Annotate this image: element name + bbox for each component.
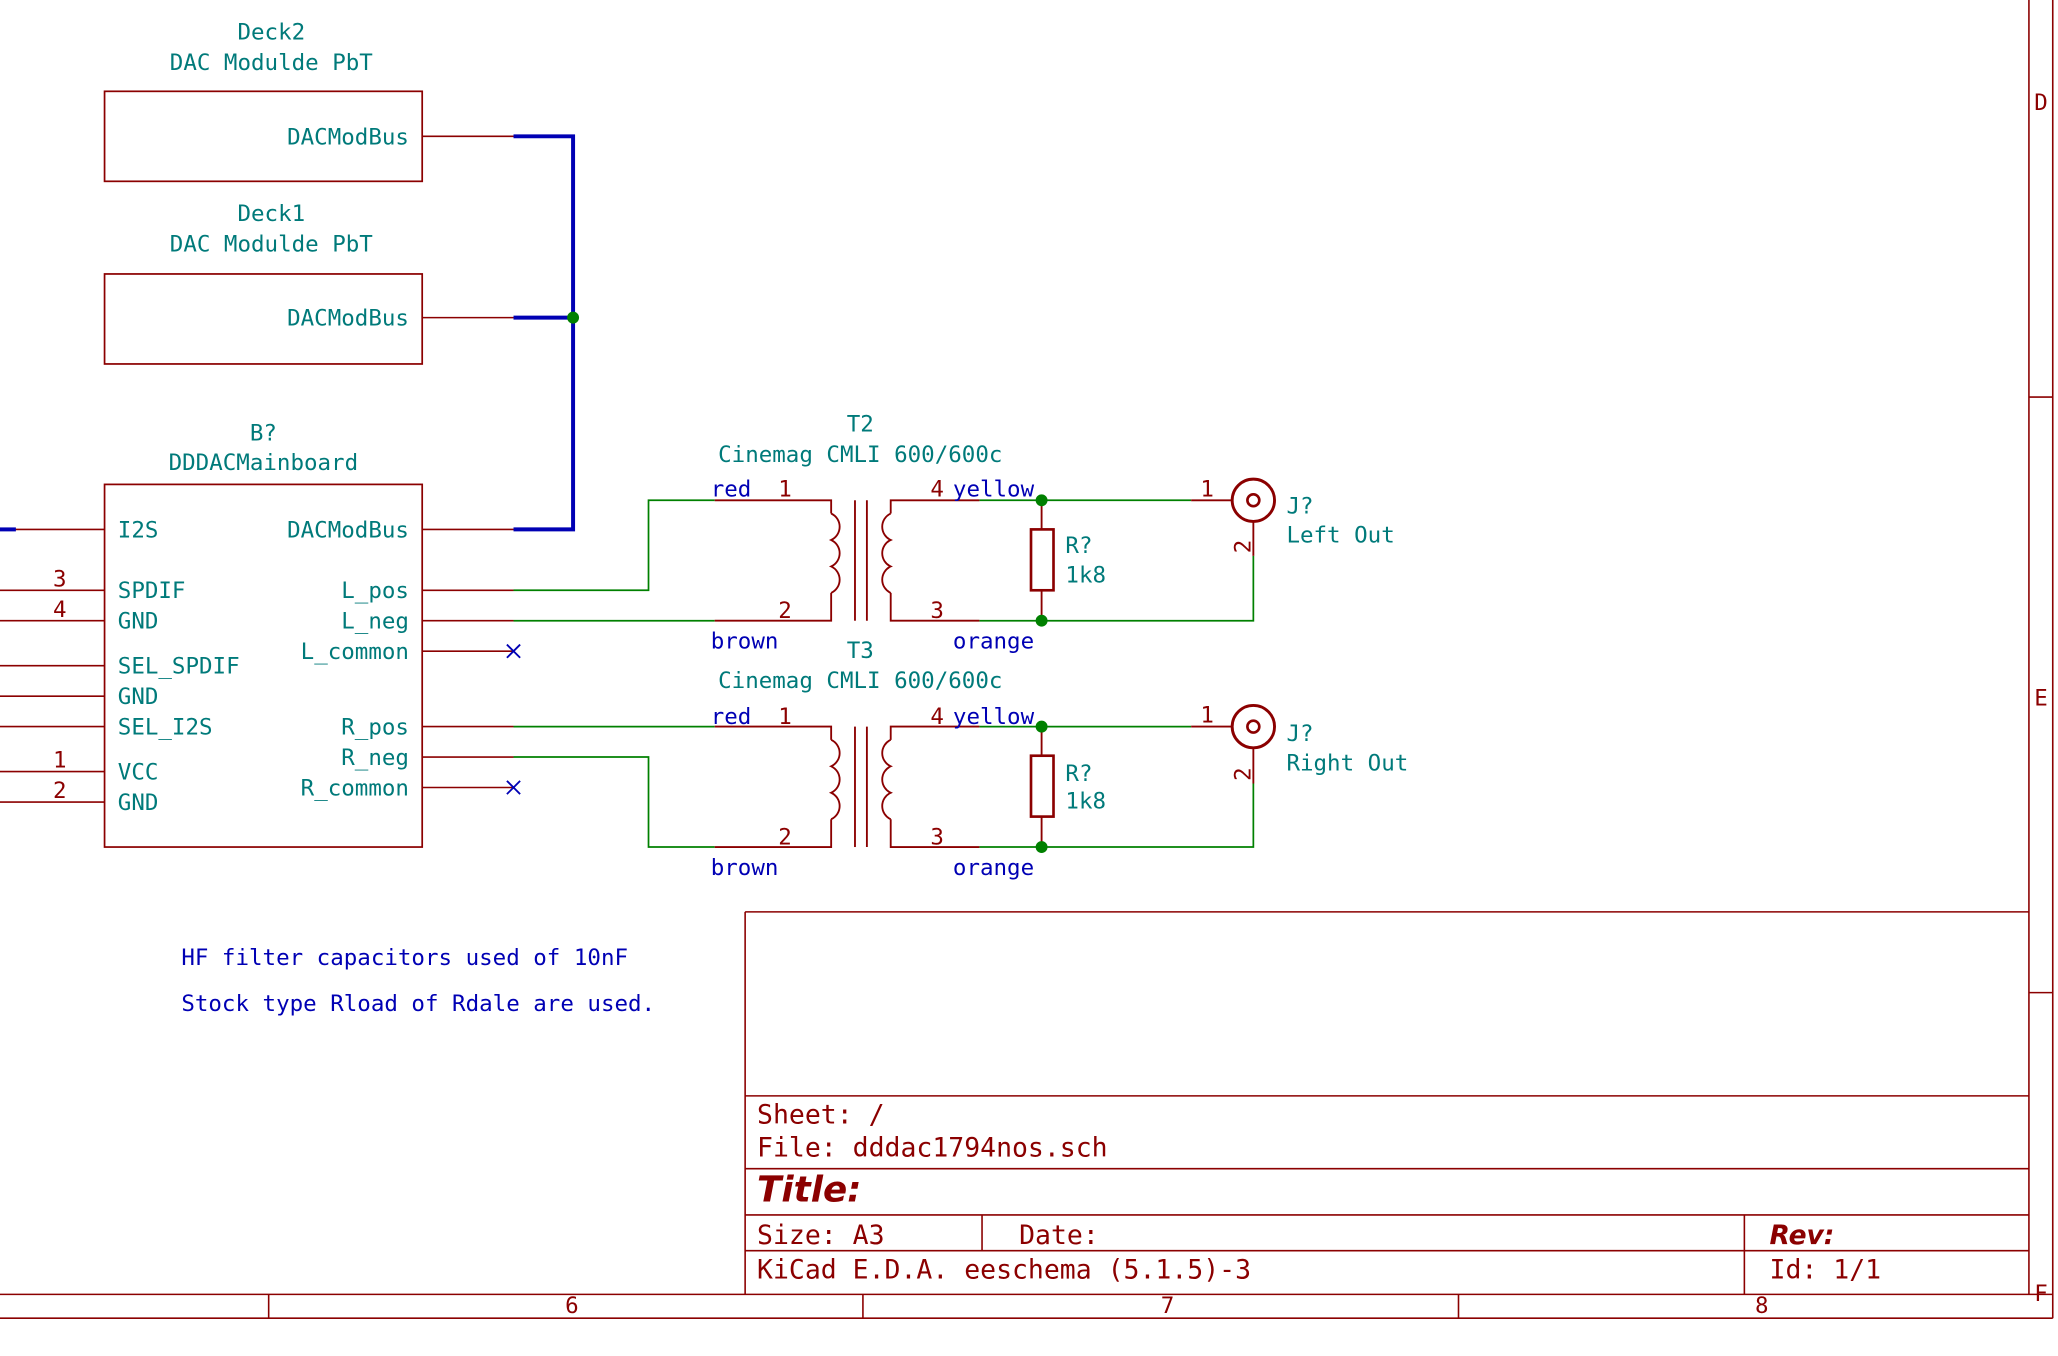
pin-number: 1	[53, 748, 67, 774]
transformer-value: Cinemag CMLI 600/600c	[718, 442, 1002, 468]
wire-color-label: brown	[711, 855, 779, 881]
pin-label: L_neg	[341, 609, 409, 635]
note-text: HF filter capacitors used of 10nF	[181, 945, 628, 971]
title-block	[744, 911, 2029, 1295]
transformer-ref: T2	[847, 411, 874, 437]
pin-label: DACModBus	[287, 517, 409, 543]
pin-label: GND	[118, 684, 159, 710]
pin-number: 4	[53, 597, 67, 623]
pin-label: R_pos	[341, 715, 409, 741]
pin-number: 3	[930, 598, 944, 624]
pin-number: 3	[930, 824, 944, 850]
pin-number: 1	[778, 476, 792, 502]
note-text: Stock type Rload of Rdale are used.	[181, 991, 655, 1017]
connector-name: Left Out	[1286, 523, 1394, 549]
pin-label: R_common	[301, 775, 409, 801]
resistor-right[interactable]: R? 1k8	[1029, 726, 1106, 848]
transformer-t2[interactable]: T2 Cinemag CMLI 600/600c red brown yello…	[711, 411, 1035, 654]
title-label: Title:	[757, 1170, 861, 1211]
border-row-label: E	[2034, 685, 2048, 711]
pin-number: 3	[53, 566, 67, 592]
wire-junctions	[1035, 494, 1048, 853]
resistor-left[interactable]: R? 1k8	[1029, 500, 1106, 621]
pin-number: 2	[778, 824, 792, 850]
sheet-name: DAC Modulde PbT	[170, 231, 374, 257]
pin-number: 2	[53, 778, 67, 804]
resistor-ref: R?	[1065, 533, 1092, 559]
border-column-label: 8	[1755, 1293, 1769, 1319]
sheet-path: Sheet: /	[757, 1100, 884, 1131]
mainboard-ref: B?	[250, 421, 277, 447]
border-column-label: 6	[565, 1293, 579, 1319]
wires[interactable]	[513, 499, 1255, 848]
sheet-port: DACModBus	[287, 124, 409, 150]
mainboard-left-labels: I2S SPDIF GND SEL_SPDIF GND SEL_I2S VCC …	[53, 517, 240, 816]
pin-label: SPDIF	[118, 578, 186, 604]
size-label: Size: A3	[757, 1220, 884, 1251]
right-pin-stubs	[422, 135, 514, 789]
connector-right-out[interactable]: 1 2 J? Right Out	[1191, 703, 1408, 784]
pin-label: I2S	[118, 517, 159, 543]
mainboard-right-labels: DACModBus L_pos L_neg L_common R_pos R_n…	[287, 517, 409, 801]
wire-color-label: red	[711, 476, 752, 502]
pin-number: 4	[930, 704, 944, 730]
pin-label: GND	[118, 790, 159, 816]
sheet-border	[0, 0, 2054, 1320]
connector-ref: J?	[1286, 721, 1313, 747]
sheet-ref: Deck2	[237, 20, 305, 46]
pin-label: SEL_SPDIF	[118, 654, 240, 680]
pin-label: L_common	[301, 639, 409, 665]
no-connect-flags	[506, 643, 521, 795]
hier-sheet-deck2[interactable]: Deck2 DAC Modulde PbT DACModBus	[103, 20, 424, 183]
wire-color-label: brown	[711, 629, 779, 655]
wire-color-label: yellow	[953, 704, 1035, 730]
resistor-value: 1k8	[1065, 789, 1106, 815]
border-column-label: 7	[1161, 1293, 1175, 1319]
pin-label: R_neg	[341, 745, 409, 771]
transformer-value: Cinemag CMLI 600/600c	[718, 668, 1002, 694]
pin-number: 4	[930, 476, 944, 502]
wire-color-label: red	[711, 704, 752, 730]
pin-label: GND	[118, 609, 159, 635]
border-row-label: F	[2034, 1281, 2048, 1307]
bus-junction	[567, 311, 580, 324]
transformer-ref: T3	[847, 638, 874, 664]
file-name: File: dddac1794nos.sch	[757, 1133, 1108, 1164]
mainboard-name: DDDACMainboard	[169, 450, 359, 476]
sheet-port: DACModBus	[287, 306, 409, 332]
wire-color-label: orange	[953, 855, 1034, 881]
dacmodbus-bus[interactable]	[513, 134, 576, 532]
resistor-ref: R?	[1065, 761, 1092, 787]
pin-label: L_pos	[341, 578, 409, 604]
pin-number: 2	[778, 598, 792, 624]
pin-label: VCC	[118, 760, 159, 786]
mainboard-symbol[interactable]: B? DDDACMainboard	[103, 421, 424, 848]
tool-label: KiCad E.D.A. eeschema (5.1.5)-3	[757, 1255, 1251, 1286]
transformer-t3[interactable]: T3 Cinemag CMLI 600/600c red brown yello…	[711, 638, 1035, 881]
resistor-value: 1k8	[1065, 562, 1106, 588]
pin-number: 1	[1200, 476, 1214, 502]
pin-label: SEL_I2S	[118, 715, 213, 741]
id-label: Id: 1/1	[1770, 1255, 1882, 1286]
wire-color-label: orange	[953, 629, 1034, 655]
border-row-label: D	[2034, 90, 2048, 116]
wire-color-label: yellow	[953, 476, 1035, 502]
connector-name: Right Out	[1286, 750, 1408, 776]
pin-number: 1	[778, 704, 792, 730]
rev-label: Rev:	[1770, 1220, 1835, 1251]
pin-number: 1	[1200, 703, 1214, 729]
pin-number: 2	[1231, 767, 1257, 781]
sheet-ref: Deck1	[237, 201, 305, 227]
pin-number: 2	[1231, 540, 1257, 554]
date-label: Date:	[1019, 1220, 1099, 1251]
sheet-name: DAC Modulde PbT	[170, 50, 374, 76]
mainboard-left-pins	[0, 528, 105, 803]
hier-sheet-deck1[interactable]: Deck1 DAC Modulde PbT DACModBus	[103, 201, 424, 365]
connector-ref: J?	[1286, 494, 1313, 520]
connector-left-out[interactable]: 1 2 J? Left Out	[1191, 476, 1395, 556]
